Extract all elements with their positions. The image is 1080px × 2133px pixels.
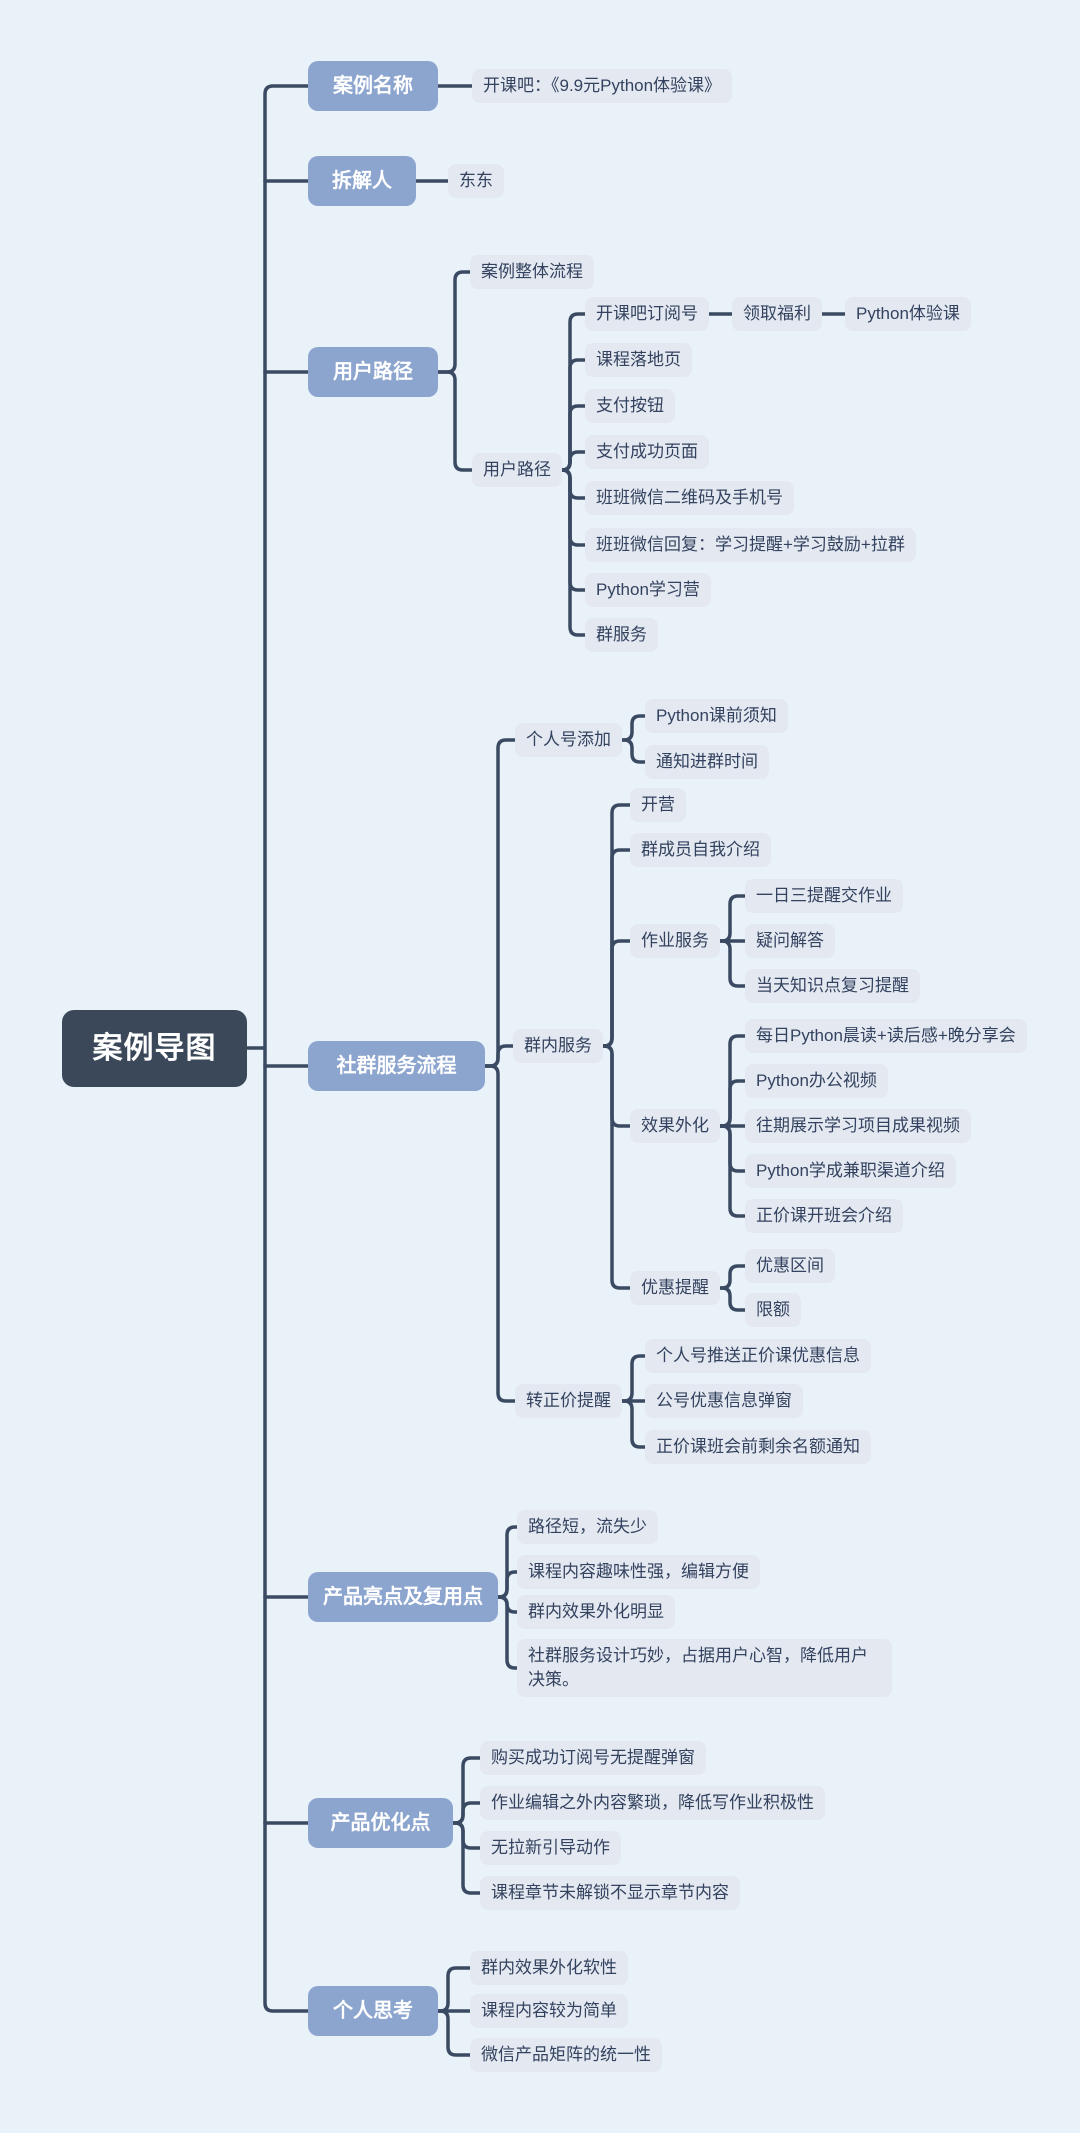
node-three-daily-reminders[interactable]: 一日三提醒交作业 — [745, 879, 903, 913]
branch-community-service-flow[interactable]: 社群服务流程 — [308, 1041, 485, 1091]
node-part-time-channel-intro[interactable]: Python学成兼职渠道介绍 — [745, 1154, 956, 1188]
node-python-trial-course[interactable]: Python体验课 — [845, 297, 971, 331]
node-past-project-videos[interactable]: 往期展示学习项目成果视频 — [745, 1109, 971, 1143]
node-banban-wechat-reply[interactable]: 班班微信回复：学习提醒+学习鼓励+拉群 — [585, 528, 916, 562]
node-remaining-quota-notice[interactable]: 正价课班会前剩余名额通知 — [645, 1430, 871, 1464]
node-clever-community-design[interactable]: 社群服务设计巧妙，占据用户心智，降低用户决策。 — [517, 1639, 892, 1697]
node-python-study-camp[interactable]: Python学习营 — [585, 573, 711, 607]
node-personal-push-discount[interactable]: 个人号推送正价课优惠信息 — [645, 1339, 871, 1373]
node-claim-benefit[interactable]: 领取福利 — [732, 297, 822, 331]
node-case-full-title[interactable]: 开课吧：《9.9元Python体验课》 — [472, 69, 733, 103]
node-group-join-time-notice[interactable]: 通知进群时间 — [645, 745, 769, 779]
node-daily-morning-reading[interactable]: 每日Python晨读+读后感+晚分享会 — [745, 1019, 1027, 1053]
branch-dismantler[interactable]: 拆解人 — [308, 156, 416, 206]
node-personal-account-add[interactable]: 个人号添加 — [515, 723, 622, 757]
node-official-account-popup[interactable]: 公号优惠信息弹窗 — [645, 1384, 803, 1418]
node-dismantler-name[interactable]: 东东 — [448, 164, 504, 198]
node-question-answering[interactable]: 疑问解答 — [745, 924, 835, 958]
node-short-path[interactable]: 路径短，流失少 — [517, 1510, 658, 1544]
branch-product-highlights[interactable]: 产品亮点及复用点 — [308, 1572, 498, 1622]
node-user-path-detail[interactable]: 用户路径 — [472, 453, 562, 487]
node-no-purchase-popup[interactable]: 购买成功订阅号无提醒弹窗 — [480, 1741, 706, 1775]
branch-user-path[interactable]: 用户路径 — [308, 347, 438, 397]
node-pay-button[interactable]: 支付按钮 — [585, 389, 675, 423]
node-locked-chapters-hidden[interactable]: 课程章节未解锁不显示章节内容 — [480, 1876, 740, 1910]
node-discount-reminder[interactable]: 优惠提醒 — [630, 1271, 720, 1305]
node-full-price-conversion-reminder[interactable]: 转正价提醒 — [515, 1384, 622, 1418]
node-visible-externalization[interactable]: 群内效果外化明显 — [517, 1595, 675, 1629]
node-python-office-video[interactable]: Python办公视频 — [745, 1064, 888, 1098]
node-banban-wechat-qr[interactable]: 班班微信二维码及手机号 — [585, 481, 794, 515]
node-kaikeba-subscription[interactable]: 开课吧订阅号 — [585, 297, 709, 331]
node-member-self-intro[interactable]: 群成员自我介绍 — [630, 833, 771, 867]
node-soft-externalization[interactable]: 群内效果外化软性 — [470, 1951, 628, 1985]
node-tedious-homework-editing[interactable]: 作业编辑之外内容繁琐，降低写作业积极性 — [480, 1786, 825, 1820]
node-simple-content[interactable]: 课程内容较为简单 — [470, 1994, 628, 2028]
node-fun-content[interactable]: 课程内容趣味性强，编辑方便 — [517, 1555, 760, 1589]
node-in-group-service[interactable]: 群内服务 — [513, 1029, 603, 1063]
node-effect-externalization[interactable]: 效果外化 — [630, 1109, 720, 1143]
node-no-referral-guide[interactable]: 无拉新引导动作 — [480, 1831, 621, 1865]
node-discount-range[interactable]: 优惠区间 — [745, 1249, 835, 1283]
node-group-service[interactable]: 群服务 — [585, 618, 658, 652]
node-quota-limit[interactable]: 限额 — [745, 1293, 801, 1327]
node-overall-process[interactable]: 案例整体流程 — [470, 255, 594, 289]
node-python-pre-class-notice[interactable]: Python课前须知 — [645, 699, 788, 733]
node-wechat-matrix-unity[interactable]: 微信产品矩阵的统一性 — [470, 2038, 662, 2072]
node-homework-service[interactable]: 作业服务 — [630, 924, 720, 958]
node-course-landing-page[interactable]: 课程落地页 — [585, 343, 692, 377]
branch-product-improvements[interactable]: 产品优化点 — [308, 1798, 453, 1848]
node-full-price-class-intro[interactable]: 正价课开班会介绍 — [745, 1199, 903, 1233]
branch-case-name[interactable]: 案例名称 — [308, 61, 438, 111]
node-daily-review-reminder[interactable]: 当天知识点复习提醒 — [745, 969, 920, 1003]
node-pay-success-page[interactable]: 支付成功页面 — [585, 435, 709, 469]
node-camp-opening[interactable]: 开营 — [630, 788, 686, 822]
branch-personal-thoughts[interactable]: 个人思考 — [308, 1986, 438, 2036]
root-node-case-map[interactable]: 案例导图 — [62, 1010, 247, 1087]
